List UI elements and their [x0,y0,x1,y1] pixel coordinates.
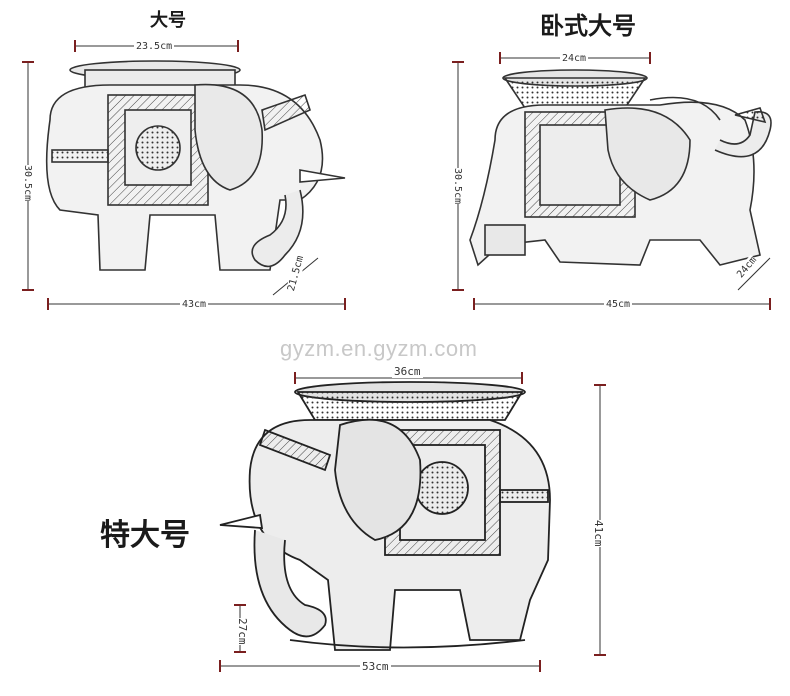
dim-extra-large-height: 41cm [592,520,605,547]
dim-large-height: 30.5cm [22,165,33,202]
dim-lying-width-bottom: 45cm [604,299,633,310]
elephant-large-drawing [45,60,346,271]
dim-lying-width-top: 24cm [560,53,589,64]
title-large: 大号 [150,10,186,31]
dim-lying-height: 30.5cm [452,168,463,205]
title-extra-large: 特大号 [100,518,190,553]
elephant-lying-drawing [469,69,772,267]
dim-extra-large-width-bottom: 53cm [360,660,391,673]
dim-large-width-top: 23.5cm [134,41,175,52]
watermark-text: gyzm.en.gyzm.com [280,336,478,361]
dim-extra-large-width-top: 36cm [392,365,423,378]
dim-extra-large-depth: 27cm [236,618,249,645]
title-lying-large: 卧式大号 [540,11,636,40]
dim-large-width-bottom: 43cm [180,299,209,310]
elephant-extra-large-drawing [219,381,551,651]
